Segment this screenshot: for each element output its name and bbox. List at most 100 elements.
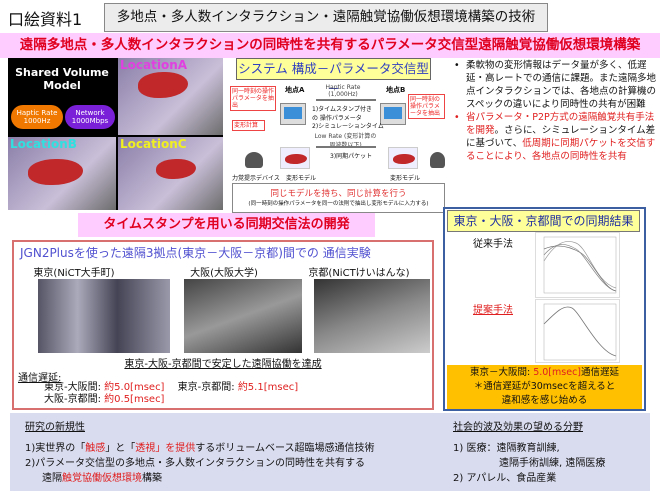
n2b: 触覚協働仮想環境 [62,473,142,484]
novelty-item-1: 1)実世界の「触感」と「透視」を提供するボリュームベース超臨場感通信技術 [25,439,374,454]
location-a-photo: LocationA [118,58,223,135]
site-tokyo: 東京(NiCT大手町) [33,268,115,279]
calc-box-a: 変形計算 [232,120,265,131]
n1b: 触感 [85,443,106,454]
impact-item-2: 2) アパレル、食品産業 [453,473,557,484]
experiment-header: JGN2Plusを使った遠隔3拠点(東京－大阪－京都)間での 通信実験 [20,246,371,260]
location-b-label: LocationB [10,137,77,151]
location-c-photo: LocationC [118,137,223,210]
osaka-photo [184,279,302,353]
computer-a-icon [280,103,306,125]
conventional-chart [535,232,620,298]
bullet-solution-red2: 低周期に同期パケットを交信することにより、各地点の同時性を共有 [466,138,656,162]
conv-series-1 [543,244,617,292]
tokyo-photo [38,279,170,353]
novelty-title: 研究の新規性 [25,422,85,433]
note-main: 同じモデルを持ち、同じ計算を行う [270,189,407,199]
delay-2-label: 東京-京都間: [177,382,238,393]
n1a: 1)実世界の「 [25,443,86,454]
timestamp-heading: タイムスタンプを用いる同期交信法の開発 [78,213,375,237]
bullet-solution-red: 省パラメータ・P2P方式の遠隔触覚共有手法を開発 [466,112,655,136]
bottom-summary: 研究の新規性 1)実世界の「触感」と「透視」を提供するボリュームベース超臨場感通… [10,413,650,491]
delay-1-label: 東京-大阪間: [44,382,105,393]
location-a-label: LocationA [120,58,188,72]
param-1: 1)タイムスタンプ付きの 操作パラメータ [312,106,372,122]
n1e: 」を提供 [155,443,196,454]
n1c: 」と「 [105,443,136,454]
delay-2-value: 約5.1[msec] [237,382,299,393]
prop-series [543,306,617,357]
system-diagram: システム 構成－パラメータ交信型－ 地点A 地点B 同一時刻の操作パラメータを抽… [230,58,445,223]
model-label-a: 変形モデル [286,175,317,182]
n1f: するボリュームベース超臨場感通信技術 [195,443,375,454]
subtitle-banner: 遠隔多地点・多人数インタラクションの同時性を共有するパラメータ交信型遠隔触覚協働… [0,33,660,58]
page-title: 多地点・多人数インタラクション・遠隔触覚協働仮想環境構築の技術 [104,3,548,32]
shared-volume-photo: Shared Volume Model Haptic Rate 1000Hz N… [8,58,223,210]
conv-series-3 [543,245,617,292]
delay-result-box: 東京－大阪間: 5.0[msec]通信遅延 ＊通信遅延が30msecを超えると … [447,365,642,409]
delay-3-value: 約0.5[msec] [104,394,165,405]
system-header: システム 構成－パラメータ交信型－ [236,58,431,96]
site-b-label: 地点B [386,86,406,94]
delay-3-label: 大阪-京都間: [44,394,105,405]
param-3: 3)同期パケット [330,153,373,160]
haptic-rate-label: Haptic Rate (1,000Hz) [325,84,361,98]
arrow-high-icon [316,99,376,101]
delay-label: 通信遅延: [18,373,62,384]
model-caption: Shared Volume Model [15,66,109,92]
proposed-label: 提案手法 [473,305,513,316]
device-label-a: 力覚提示デバイス [232,175,280,182]
low-rate-label: Low Rate (変形計算の周波数以下) [314,133,377,149]
bullet-problem: 柔軟物の変形情報はデータ量が多く、低遅延・高レートでの通信に課題。また遠隔多地点… [452,59,658,111]
results-header: 東京・大阪・京都間での同期結果 [447,210,640,232]
site-kyoto: 京都(NiCTけいはんな) [308,268,410,279]
location-c-label: LocationC [120,137,187,151]
result-line-1: 東京－大阪間: 5.0[msec]通信遅延 [447,366,642,380]
bullet-solution-text: 。さらに、シミュレーションタイム差に基づいて、 [466,125,656,149]
proposed-chart [535,299,620,363]
model-label-b: 変形モデル [390,175,421,182]
result-line-3: 違和感を感じ始める [501,395,588,406]
param-2: 2)シミュレーションタイム [312,123,384,130]
deform-model-b-icon [388,147,418,169]
haptic-device-a-icon [245,152,263,168]
summary-bullets: 柔軟物の変形情報はデータ量が多く、低遅延・高レートでの通信に課題。また遠隔多地点… [452,59,658,163]
impact-item-1: 1) 医療：遠隔教育訓練, [453,443,560,454]
document-label: 口絵資料1 [8,10,83,29]
n2a: 遠隔 [42,473,62,484]
site-a-label: 地点A [285,86,305,94]
impact-title: 社会的波及効果の望める分野 [453,422,583,433]
novelty-item-2: 2)パラメータ交信型の多地点・多人数インタラクションの同時性を共有する [25,458,365,469]
conv-series-2 [543,241,617,289]
impact-item-1b: 遠隔手術訓練, 遠隔医療 [499,458,606,469]
site-osaka: 大阪(大阪大学) [190,268,258,279]
deform-model-a-icon [280,147,310,169]
haptic-rate-badge: Haptic Rate 1000Hz [11,105,63,129]
results-box: 東京・大阪・京都間での同期結果 従来手法 提案手法 東京－大阪間: 5.0[ms… [443,207,646,411]
n1d: 透視 [135,443,156,454]
kyoto-photo [314,279,430,353]
location-b-photo: LocationB [8,137,116,210]
result-route: 東京－大阪間: [469,367,534,378]
achievement-text: 東京-大阪-京都間で安定した遠隔協働を達成 [124,359,322,370]
extract-box-b: 同一時刻の操作パラメータを抽出 [408,94,445,119]
haptic-device-b-icon [430,152,445,168]
model-info-panel: Shared Volume Model Haptic Rate 1000Hz N… [8,58,116,135]
note-sub: (同一時刻の操作パラメータを同一の法則で抽出し変形モデルに入力する) [248,201,429,207]
computer-b-icon [380,103,406,125]
result-line-2: ＊通信遅延が30msecを超えると [473,381,616,392]
experiment-box: JGN2Plusを使った遠隔3拠点(東京－大阪－京都)間での 通信実験 東京(N… [12,240,434,410]
delay-values: 東京-大阪間: 約5.0[msec] 東京-京都間: 約5.1[msec] 大阪… [44,382,429,406]
result-delay-label: 通信遅延 [581,367,620,378]
novelty-item-2b: 遠隔触覚協働仮想環境構築 [42,469,162,484]
n2c: 構築 [142,473,162,484]
conventional-label: 従来手法 [473,239,513,250]
network-badge: Network 1000Mbps [65,105,115,129]
arrow-low-icon [316,146,376,148]
bullet-solution: 省パラメータ・P2P方式の遠隔触覚共有手法を開発。さらに、シミュレーションタイム… [452,111,658,163]
extract-box-a: 同一時刻の操作パラメータを抽出 [230,86,276,111]
result-delay: 5.0[msec] [533,367,581,378]
system-note: 同じモデルを持ち、同じ計算を行う (同一時刻の操作パラメータを同一の法則で抽出し… [232,183,445,213]
bullet-problem-text: 柔軟物の変形情報はデータ量が多く、低遅延・高レートでの通信に課題。また遠隔多地点… [466,60,657,110]
delay-1-value: 約5.0[msec] [104,382,165,393]
